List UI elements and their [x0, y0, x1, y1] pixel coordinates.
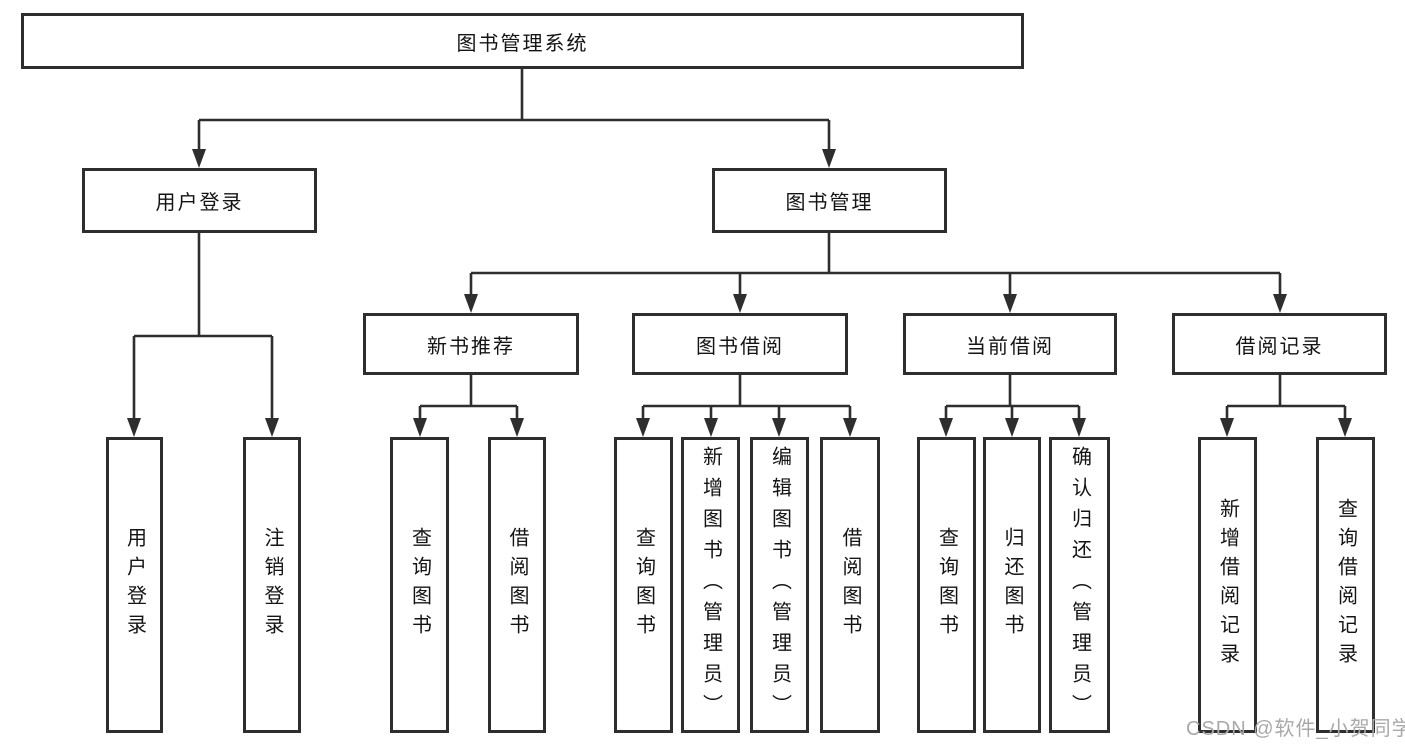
node-book-management: 图书管理: [712, 168, 947, 233]
node-borrow-records: 借阅记录: [1172, 313, 1387, 375]
leaf-bb-query-books-label: 查询图书: [632, 527, 655, 643]
leaf-bb-query-books: 查询图书: [614, 437, 673, 733]
node-book-management-label: 图书管理: [785, 192, 874, 214]
leaf-rec-query-books-label: 查询图书: [408, 527, 431, 643]
leaf-br-add-record-label: 新增借阅记录: [1216, 498, 1239, 672]
node-new-book-recommend-label: 新书推荐: [427, 335, 515, 358]
csdn-watermark: CSDN @软件_小贺同学: [1186, 718, 1405, 740]
leaf-logout: 注销登录: [243, 437, 301, 733]
node-current-borrow-label: 当前借阅: [966, 335, 1054, 358]
node-root-label: 图书管理系统: [456, 32, 589, 55]
leaf-br-query-record: 查询借阅记录: [1316, 437, 1375, 733]
node-root: 图书管理系统: [21, 13, 1024, 69]
leaf-cb-return-books-label: 归还图书: [1001, 527, 1023, 643]
node-user-login: 用户登录: [82, 168, 317, 233]
leaf-cb-return-books: 归还图书: [983, 437, 1041, 733]
node-new-book-recommend: 新书推荐: [363, 313, 579, 375]
leaf-bb-add-books: 新增图书（管理员）: [681, 437, 740, 733]
leaf-logout-label: 注销登录: [261, 527, 283, 643]
leaf-cb-confirm-return: 确认归还（管理员）: [1049, 437, 1110, 733]
leaf-cb-confirm-return-label: 确认归还（管理员）: [1068, 445, 1091, 725]
leaf-rec-borrow-books-label: 借阅图书: [506, 527, 528, 643]
leaf-rec-borrow-books: 借阅图书: [488, 437, 546, 733]
leaf-bb-borrow-books: 借阅图书: [820, 437, 880, 733]
leaf-bb-borrow-books-label: 借阅图书: [839, 527, 861, 643]
node-current-borrow: 当前借阅: [903, 313, 1117, 375]
leaf-bb-add-books-label: 新增图书（管理员）: [699, 445, 722, 725]
leaf-user-login: 用户登录: [106, 437, 163, 733]
leaf-br-add-record: 新增借阅记录: [1198, 437, 1257, 733]
leaf-rec-query-books: 查询图书: [390, 437, 449, 733]
node-user-login-label: 用户登录: [155, 192, 244, 214]
leaf-bb-edit-books: 编辑图书（管理员）: [750, 437, 809, 733]
node-book-borrow-label: 图书借阅: [696, 335, 784, 358]
leaf-user-login-label: 用户登录: [123, 527, 146, 643]
node-book-borrow: 图书借阅: [632, 313, 848, 375]
leaf-cb-query-books: 查询图书: [917, 437, 976, 733]
leaf-cb-query-books-label: 查询图书: [935, 527, 958, 643]
leaf-bb-edit-books-label: 编辑图书（管理员）: [768, 445, 791, 725]
leaf-br-query-record-label: 查询借阅记录: [1334, 498, 1357, 672]
node-borrow-records-label: 借阅记录: [1235, 335, 1324, 358]
